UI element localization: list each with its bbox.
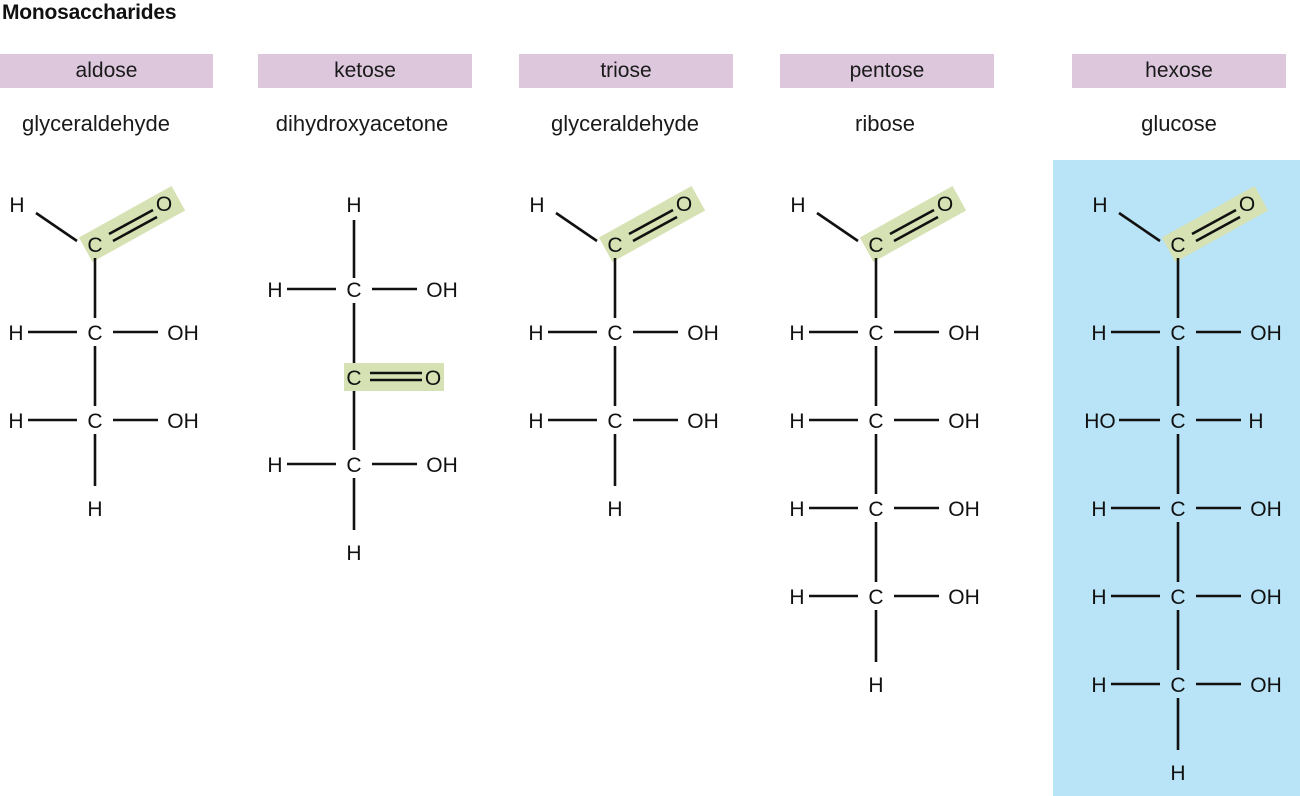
- bottom-hydrogen: H: [607, 498, 622, 521]
- carbonyl-carbon: C: [868, 234, 883, 257]
- header-ketose: ketose: [258, 54, 472, 88]
- atom-label-right: OH: [948, 322, 980, 345]
- carbonyl-carbon: C: [607, 234, 622, 257]
- bond-h-c: [1118, 211, 1161, 243]
- carbon-label: C: [868, 586, 883, 609]
- bottom-hydrogen: H: [1170, 762, 1185, 785]
- bottom-hydrogen: H: [868, 674, 883, 697]
- carbon-label: C: [87, 410, 102, 433]
- atom-label-right: OH: [1250, 674, 1282, 697]
- carbonyl-highlight-rect: [859, 186, 967, 262]
- aldehyde-hydrogen: H: [1092, 194, 1107, 217]
- name-glyceraldehyde-aldose: glyceraldehyde: [22, 111, 170, 136]
- atom-label-left: H: [8, 410, 23, 433]
- aldehyde-hydrogen: H: [529, 194, 544, 217]
- atom-label-right: H: [1248, 410, 1263, 433]
- carbonyl-highlight: [78, 186, 186, 262]
- header-triose: triose: [519, 54, 733, 88]
- name-glyceraldehyde-triose: glyceraldehyde: [551, 111, 699, 136]
- atom-label-right: OH: [687, 410, 719, 433]
- carbon-label: C: [1170, 586, 1185, 609]
- carbon-label: C: [868, 410, 883, 433]
- page-title: Monosaccharides: [2, 1, 177, 24]
- name-ribose: ribose: [855, 111, 915, 136]
- atom-label-right: OH: [167, 410, 199, 433]
- header-hexose: hexose: [1072, 54, 1286, 88]
- double-bond-a: [628, 208, 674, 236]
- carbonyl-highlight-rect: [78, 186, 186, 262]
- carbon-label: C: [607, 322, 622, 345]
- atom-label-left: H: [528, 322, 543, 345]
- atom-label-left: HO: [1084, 410, 1116, 433]
- atom-label-right: OH: [948, 498, 980, 521]
- atom-label-left: H: [789, 498, 804, 521]
- atom-label-right: OH: [426, 279, 458, 302]
- bond-h-c: [816, 211, 859, 243]
- carbon-label: C: [87, 322, 102, 345]
- carbon-label: C: [1170, 410, 1185, 433]
- carbonyl-oxygen: O: [156, 193, 172, 216]
- double-bond-b: [1195, 215, 1241, 243]
- atom-label-left: H: [8, 322, 23, 345]
- carbonyl-highlight: [598, 186, 706, 262]
- top-hydrogen: H: [346, 194, 361, 217]
- double-bond-b: [632, 215, 678, 243]
- carbonyl-carbon: C: [87, 234, 102, 257]
- atom-label-right: OH: [167, 322, 199, 345]
- carbon-label: C: [1170, 674, 1185, 697]
- aldehyde-hydrogen: H: [790, 194, 805, 217]
- atom-label-left: H: [1091, 674, 1106, 697]
- carbon-label: C: [868, 498, 883, 521]
- atom-label-left: H: [789, 322, 804, 345]
- carbonyl-highlight: [344, 363, 444, 391]
- double-bond-a: [108, 208, 154, 236]
- atom-label-left: H: [789, 410, 804, 433]
- carbonyl-oxygen: O: [1239, 193, 1255, 216]
- atom-label-right: OH: [426, 454, 458, 477]
- carbon-label: C: [1170, 498, 1185, 521]
- header-pentose: pentose: [780, 54, 994, 88]
- bond-h-c: [555, 211, 598, 243]
- carbonyl-oxygen: O: [676, 193, 692, 216]
- bottom-hydrogen: H: [346, 542, 361, 565]
- bottom-hydrogen: H: [87, 498, 102, 521]
- carbonyl-highlight-rect: [598, 186, 706, 262]
- carbonyl-highlight-rect: [1161, 186, 1269, 262]
- atom-label-right: OH: [948, 410, 980, 433]
- double-bond-a: [889, 208, 935, 236]
- atom-label-left: H: [1091, 322, 1106, 345]
- aldehyde-hydrogen: H: [9, 194, 24, 217]
- atom-label-right: OH: [1250, 586, 1282, 609]
- atom-label-left: H: [528, 410, 543, 433]
- carbon-label: C: [346, 279, 361, 302]
- atom-label-left: H: [789, 586, 804, 609]
- atom-label-right: OH: [948, 586, 980, 609]
- atom-label-right: OH: [1250, 322, 1282, 345]
- carbon-label: C: [346, 454, 361, 477]
- bond-h-c: [35, 211, 78, 243]
- name-glucose: glucose: [1141, 111, 1217, 136]
- name-dihydroxyacetone: dihydroxyacetone: [275, 111, 449, 136]
- double-bond-a: [1191, 208, 1237, 236]
- carbonyl-highlight: [1161, 186, 1269, 262]
- carbonyl-oxygen: O: [425, 367, 441, 390]
- carbonyl-carbon: C: [1170, 234, 1185, 257]
- atom-label-left: H: [267, 454, 282, 477]
- atom-label-left: H: [1091, 498, 1106, 521]
- atom-label-right: OH: [1250, 498, 1282, 521]
- carbonyl-highlight: [859, 186, 967, 262]
- atom-label-right: OH: [687, 322, 719, 345]
- double-bond-b: [112, 215, 158, 243]
- atom-label-left: H: [267, 279, 282, 302]
- atom-label-left: H: [1091, 586, 1106, 609]
- carbon-label: C: [868, 322, 883, 345]
- carbon-label: C: [1170, 322, 1185, 345]
- carbon-label: C: [607, 410, 622, 433]
- carbonyl-oxygen: O: [937, 193, 953, 216]
- carbonyl-carbon: C: [346, 367, 361, 390]
- header-aldose: aldose: [0, 54, 213, 88]
- double-bond-b: [893, 215, 939, 243]
- hexose-highlight-panel: [1053, 160, 1300, 796]
